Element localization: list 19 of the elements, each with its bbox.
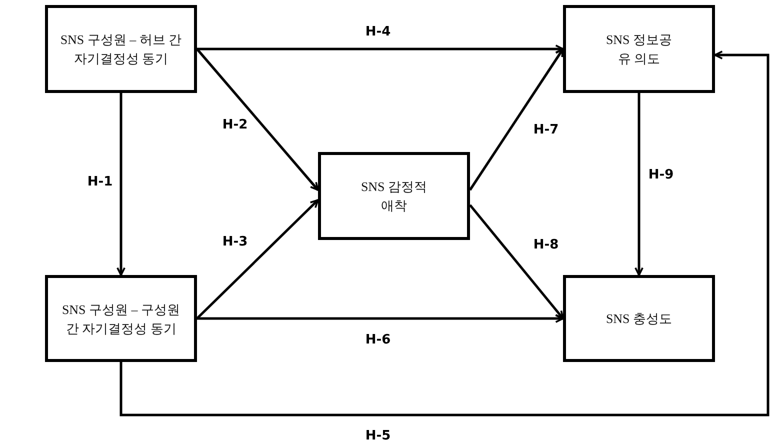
- arrow: [116, 93, 126, 276]
- concept-label: SNS 정보공유 의도: [604, 31, 674, 68]
- arrow: [468, 48, 564, 191]
- concept-box: [563, 275, 715, 362]
- arrow: [120, 50, 770, 416]
- concept-box: [318, 152, 470, 240]
- concept-label: SNS 구성원 – 구성원 간 자기결정성 동기: [60, 300, 182, 338]
- concept-label: SNS 충성도: [606, 310, 672, 328]
- arrow: [197, 44, 564, 54]
- concept-label: SNS 구성원 – 허브 간 자기결정성 동기: [59, 31, 183, 68]
- concept-label: SNS 감정적 애착: [360, 178, 428, 215]
- arrow: [196, 48, 319, 191]
- arrow: [196, 199, 319, 320]
- concept-box: [45, 275, 197, 362]
- concept-box: [563, 5, 715, 93]
- arrow: [469, 204, 564, 320]
- arrow: [197, 314, 564, 323]
- arrow: [634, 93, 644, 276]
- concept-box: [45, 5, 197, 93]
